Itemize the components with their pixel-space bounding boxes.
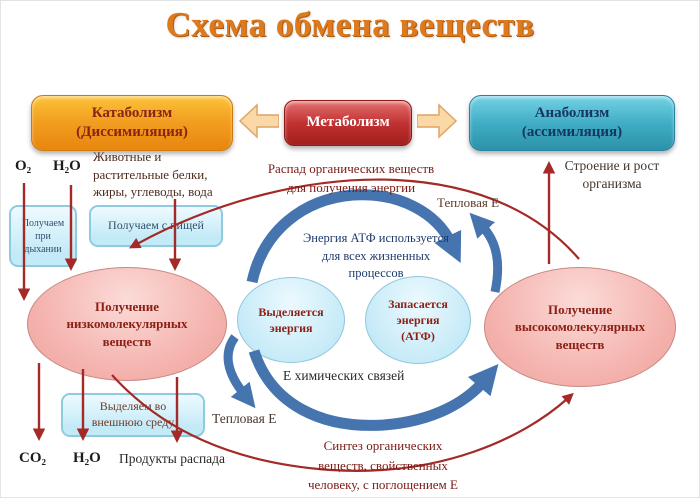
food-intake-box: Получаем с пищей [89, 205, 223, 247]
decay-products-label: Продукты распада [119, 451, 226, 466]
page-title: Схема обмена веществ [165, 5, 535, 44]
chemical-bonds-label: Е химических связей [283, 368, 405, 383]
arrow-right-icon [417, 103, 458, 139]
arrow-left-icon [238, 103, 279, 139]
excrete-box: Выделяем во внешнюю среду [61, 393, 205, 437]
heat-up-arrow [469, 212, 503, 293]
synthesis-label: Синтез органических веществ, свойственны… [308, 438, 458, 492]
h2o-label: Н₂О [53, 158, 81, 174]
heat-down-arrow [223, 334, 256, 409]
co2-output-label: CO₂ [19, 450, 46, 466]
anabolism-box: Анаболизм (ассимиляция) [469, 95, 675, 151]
energy-release-ellipse: Выделяется энергия [237, 277, 345, 363]
catabolism-box: Катаболизм (Диссимиляция) [31, 95, 233, 151]
food-sources-label: Животные и растительные белки, жиры, угл… [93, 149, 213, 200]
low-molecular-ellipse: Получение низкомолекулярных веществ [27, 267, 227, 381]
metabolism-box: Метаболизм [284, 100, 412, 146]
energy-store-ellipse: Запасается энергия (АТФ) [365, 276, 471, 364]
high-molecular-ellipse: Получение высокомолекулярных веществ [484, 267, 676, 387]
growth-label: Строение и рост организма [564, 158, 660, 192]
h2o-output-label: H₂O [73, 450, 101, 466]
decay-label: Распад органических веществ для получени… [267, 161, 435, 195]
breathing-intake-box: Получаем при дыхании [9, 205, 77, 267]
heat-top-label: Тепловая Е [437, 195, 500, 210]
atp-usage-label: Энергия АТФ используется для всех жизнен… [303, 231, 449, 280]
o2-label: О₂ [15, 158, 32, 174]
heat-bottom-label: Тепловая Е [212, 411, 277, 426]
